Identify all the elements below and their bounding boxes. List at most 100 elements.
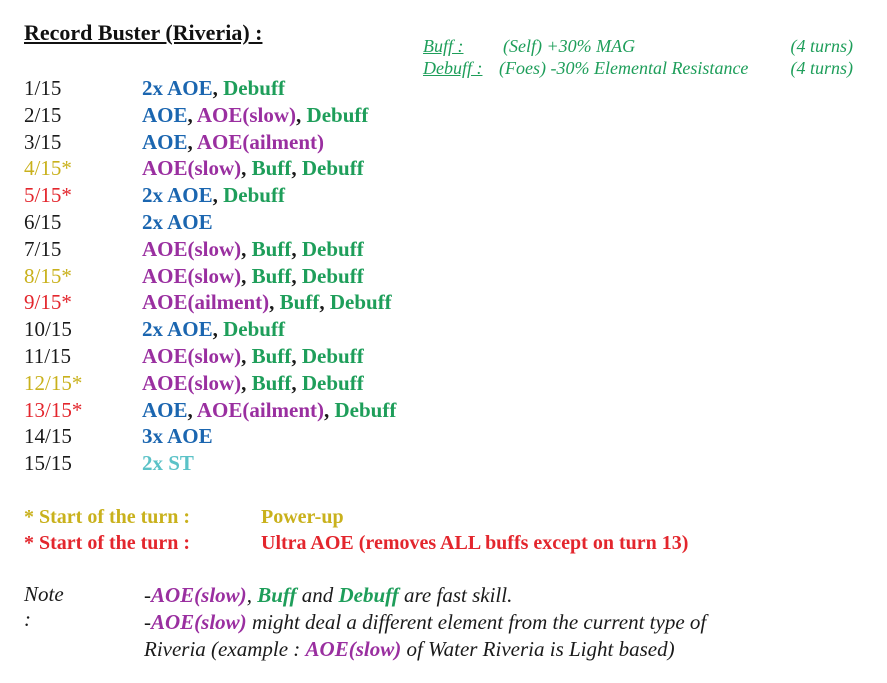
note-token: AOE(slow): [151, 610, 247, 634]
note-line: -AOE(slow), Buff and Debuff are fast ski…: [144, 582, 844, 609]
turn-skills: 2x AOE, Debuff: [142, 316, 285, 343]
turn-row: 4/15* AOE(slow), Buff, Debuff: [24, 155, 396, 182]
turn-number: 2/15: [24, 102, 62, 127]
turn-number: 13/15*: [24, 397, 83, 422]
legend-buff-desc: (Self) +30% MAG: [503, 36, 636, 56]
skill-token: AOE: [142, 102, 188, 127]
start-of-turn-value: Ultra AOE (removes ALL buffs except on t…: [261, 532, 689, 554]
skill-token: AOE(slow): [196, 102, 297, 127]
turn-row: 12/15* AOE(slow), Buff, Debuff: [24, 370, 396, 397]
skill-token: AOE(slow): [142, 263, 242, 288]
legend-debuff-desc: (Foes) -30% Elemental Resistance: [499, 58, 749, 78]
turn-skills: 2x AOE, Debuff: [142, 75, 285, 102]
skill-token: Buff: [251, 263, 292, 288]
note-line: -AOE(slow) might deal a different elemen…: [144, 609, 844, 636]
turn-skills: AOE(slow), Buff, Debuff: [142, 370, 364, 397]
turn-number: 3/15: [24, 129, 62, 154]
skill-token: Buff: [251, 370, 292, 395]
legend-buff-key: Buff :: [423, 36, 464, 56]
turn-number: 9/15*: [24, 290, 72, 315]
skill-token: ,: [291, 370, 302, 395]
skill-token: Buff: [251, 236, 292, 261]
skill-token: ,: [241, 263, 252, 288]
note-line: Riveria (example : AOE(slow) of Water Ri…: [144, 636, 844, 663]
note-token: -: [144, 610, 151, 634]
turn-row: 8/15* AOE(slow), Buff, Debuff: [24, 263, 396, 290]
skill-token: Buff: [279, 290, 320, 315]
note-token: Riveria (example :: [144, 637, 306, 661]
turn-number: 7/15: [24, 236, 62, 261]
turn-skills: AOE(slow), Buff, Debuff: [142, 155, 364, 182]
turn-skills: 3x AOE: [142, 423, 213, 450]
turn-number: 12/15*: [24, 370, 83, 395]
start-of-turn-row: * Start of the turn : Ultra AOE (removes …: [24, 530, 688, 556]
skill-token: AOE(ailment): [142, 290, 270, 315]
skill-token: ,: [212, 317, 224, 342]
skill-token: ,: [291, 343, 302, 368]
turn-skills: AOE(slow), Buff, Debuff: [142, 343, 364, 370]
skill-token: Debuff: [306, 102, 369, 127]
skill-token: ,: [291, 263, 302, 288]
start-of-turn-row: * Start of the turn : Power-up: [24, 504, 688, 530]
skill-token: ,: [241, 236, 252, 261]
start-of-turn-notes: * Start of the turn :Power-up* Start of …: [24, 504, 688, 556]
turn-row: 10/15 2x AOE, Debuff: [24, 316, 396, 343]
skill-token: Debuff: [329, 290, 392, 315]
skill-token: ,: [269, 290, 280, 315]
legend-debuff-key: Debuff :: [423, 58, 483, 78]
turn-number: 15/15: [24, 451, 72, 476]
skill-token: 2x AOE: [142, 317, 213, 342]
turn-skills: AOE(slow), Buff, Debuff: [142, 263, 364, 290]
skill-token: 2x AOE: [142, 209, 213, 234]
skill-token: 3x AOE: [142, 424, 213, 449]
skill-token: ,: [187, 129, 197, 154]
skill-token: ,: [212, 183, 224, 208]
note-token: Buff: [257, 583, 297, 607]
skill-token: Buff: [251, 343, 292, 368]
skill-token: Debuff: [301, 343, 364, 368]
start-of-turn-label: * Start of the turn :: [24, 506, 191, 528]
turn-number: 11/15: [24, 343, 72, 368]
skill-token: Debuff: [223, 317, 285, 342]
note-token: -: [144, 583, 151, 607]
skill-token: ,: [241, 343, 252, 368]
turn-row: 2/15 AOE, AOE(slow), Debuff: [24, 102, 396, 129]
turn-row: 3/15 AOE, AOE(ailment): [24, 129, 396, 156]
skill-token: ,: [319, 290, 330, 315]
skill-token: ,: [212, 76, 224, 100]
skill-token: AOE(slow): [142, 343, 242, 368]
turn-skills: AOE, AOE(slow), Debuff: [142, 102, 368, 129]
turn-number: 4/15*: [24, 156, 72, 181]
skill-token: AOE: [142, 397, 188, 422]
turn-skills: AOE(slow), Buff, Debuff: [142, 236, 364, 263]
start-of-turn-value: Power-up: [261, 506, 344, 528]
skill-token: ,: [324, 397, 335, 422]
note-label: Note :: [24, 582, 64, 631]
legend-debuff-row: Debuff : (Foes) -30% Elemental Resistance…: [423, 57, 853, 79]
turn-skills: AOE, AOE(ailment): [142, 129, 324, 156]
note-token: and: [296, 583, 339, 607]
skill-token: Debuff: [301, 370, 364, 395]
skill-token: AOE(slow): [142, 156, 242, 181]
skill-token: Buff: [251, 156, 292, 181]
turn-skills: 2x AOE, Debuff: [142, 182, 285, 209]
turn-row: 9/15* AOE(ailment), Buff, Debuff: [24, 289, 396, 316]
note-token: are fast skill.: [398, 583, 513, 607]
skill-token: Debuff: [223, 76, 285, 100]
turn-number: 8/15*: [24, 263, 72, 288]
skill-token: Debuff: [301, 156, 364, 181]
note-lines: -AOE(slow), Buff and Debuff are fast ski…: [144, 582, 844, 663]
turn-number: 10/15: [24, 317, 72, 342]
skill-token: AOE(ailment): [196, 129, 325, 154]
skill-token: ,: [187, 102, 197, 127]
note-token: Debuff: [338, 583, 399, 607]
skill-token: ,: [187, 397, 197, 422]
turn-number: 1/15: [24, 76, 62, 100]
note-token: AOE(slow): [151, 583, 247, 607]
note-token: of Water Riveria is Light based): [401, 637, 675, 661]
legend-buff-turns: (4 turns): [790, 36, 854, 56]
start-of-turn-label: * Start of the turn :: [24, 532, 191, 554]
note-token: AOE(slow): [305, 637, 402, 661]
